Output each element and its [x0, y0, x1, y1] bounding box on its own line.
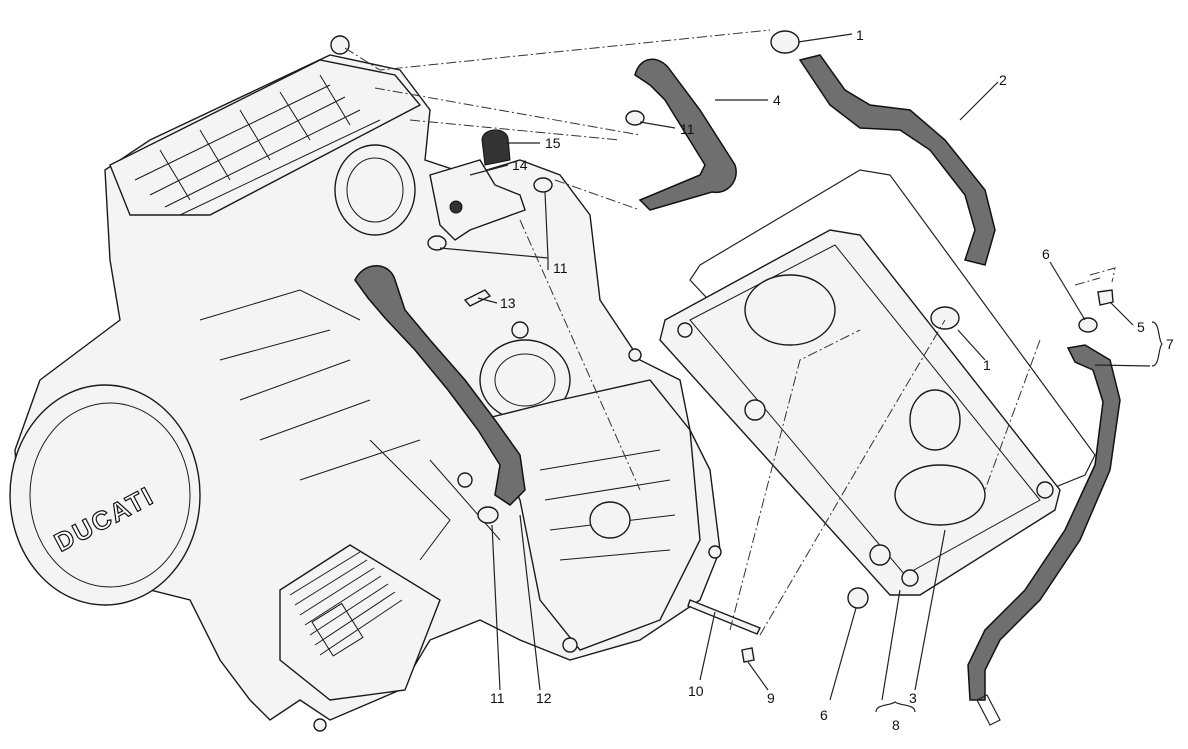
breather-hose-4	[634, 58, 737, 211]
callout-7: 7	[1166, 336, 1174, 352]
hose-clamp-11-c	[427, 235, 447, 251]
breather-hose-middle	[354, 265, 526, 506]
hose-clamp-1-cover	[930, 306, 960, 330]
callout-9: 9	[767, 690, 775, 706]
callout-5: 5	[1137, 319, 1145, 335]
breather-valve-14	[429, 159, 526, 241]
callout-11-top: 11	[680, 121, 695, 137]
callout-13: 13	[500, 295, 516, 311]
screw-5	[1097, 289, 1114, 306]
grommet-15	[481, 129, 511, 166]
callout-14: 14	[512, 157, 528, 173]
oil-cooler	[279, 544, 441, 701]
hose-clamp-11-d	[477, 506, 499, 524]
callout-1-cover: 1	[983, 357, 991, 373]
engine-block: DUCATI	[9, 35, 722, 732]
callout-3: 3	[909, 690, 917, 706]
callout-6-bottom: 6	[820, 707, 828, 723]
callout-15: 15	[545, 135, 561, 151]
valve-cover	[659, 229, 1061, 596]
hose-clamp-11-b	[533, 177, 553, 193]
callout-10: 10	[688, 683, 704, 699]
fitting-6-bottom	[847, 587, 869, 609]
washer-6-top	[1078, 317, 1098, 333]
callout-12: 12	[536, 690, 552, 706]
stud-10	[687, 599, 761, 635]
callout-11-middle: 11	[553, 260, 568, 276]
hose-clamp-11-a	[625, 110, 645, 126]
bolt-13	[463, 289, 492, 307]
callout-6-top: 6	[1042, 246, 1050, 262]
callout-4: 4	[773, 92, 781, 108]
hose-clamp-1-top	[770, 30, 800, 54]
callout-11-bottom: 11	[490, 690, 505, 706]
callout-8: 8	[892, 717, 900, 733]
breather-hose-2	[798, 54, 996, 266]
screw-9	[741, 647, 755, 663]
callout-1-top: 1	[856, 27, 864, 43]
callout-2: 2	[999, 72, 1007, 88]
